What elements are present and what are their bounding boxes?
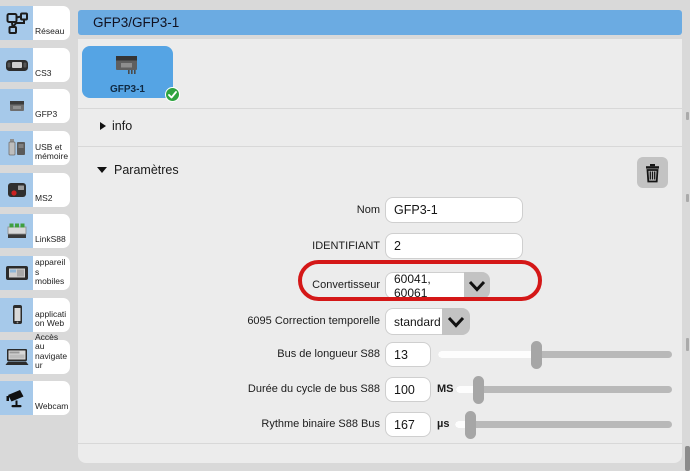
sidebar-item-label: appareils mobiles	[35, 257, 66, 287]
field-label-bus-longueur: Bus de longueur S88	[277, 348, 380, 360]
duree-cycle-unit: MS	[437, 383, 454, 395]
device-tile-label: GFP3-1	[109, 84, 145, 95]
status-check-icon	[165, 87, 180, 102]
trash-icon	[646, 163, 659, 182]
duree-cycle-slider-track[interactable]	[456, 386, 672, 393]
field-label-correction: 6095 Correction temporelle	[247, 315, 380, 327]
sidebar-item-label: Accès au navigateur	[35, 331, 68, 371]
bus-longueur-input[interactable]	[385, 342, 431, 367]
device-tile-gfp3-1[interactable]: GFP3-1	[82, 46, 173, 98]
rythme-slider-track[interactable]	[455, 421, 672, 428]
gfp3-module-icon	[0, 89, 33, 123]
sidebar-item-usb-memoire[interactable]: USB et mémoire	[0, 131, 70, 165]
section-header-info[interactable]: info	[112, 119, 133, 133]
correction-value[interactable]: standard	[385, 308, 442, 335]
bus-longueur-slider-fill	[438, 351, 537, 358]
web-app-icon	[0, 298, 33, 332]
sidebar-item-label: Webcam	[35, 401, 69, 412]
nom-input[interactable]	[385, 197, 523, 223]
sidebar-item-label: LinkS88	[35, 234, 66, 245]
chevron-right-icon	[100, 122, 106, 130]
sidebar-item-label: USB et mémoire	[35, 141, 69, 162]
sidebar-item-label: MS2	[35, 193, 53, 204]
field-label-duree-cycle: Durée du cycle de bus S88	[247, 383, 380, 395]
sidebar-item-appareils-mobiles[interactable]: appareils mobiles	[0, 256, 70, 290]
chevron-down-icon	[97, 167, 107, 173]
sidebar-item-webcam[interactable]: Webcam	[0, 381, 70, 415]
sidebar-item-application-web[interactable]: application Web	[0, 298, 70, 332]
field-label-nom: Nom	[356, 204, 380, 216]
scrollbar-tick	[686, 338, 689, 351]
chevron-down-icon	[468, 280, 486, 292]
section-divider	[78, 146, 682, 147]
usb-memory-icon	[0, 131, 33, 165]
delete-button[interactable]	[637, 157, 668, 188]
ms2-controller-icon	[0, 173, 33, 207]
field-label-convertisseur: Convertisseur	[312, 279, 380, 291]
field-label-identifiant: IDENTIFIANT	[312, 240, 380, 252]
scrollbar-tick	[686, 194, 689, 202]
cs3-console-icon	[0, 48, 33, 82]
duree-cycle-slider-thumb[interactable]	[473, 376, 484, 404]
identifiant-input[interactable]	[385, 233, 523, 259]
sidebar-item-gfp3[interactable]: GFP3	[0, 89, 70, 123]
sidebar-item-label: CS3	[35, 68, 52, 79]
sidebar-item-acces-navigateur[interactable]: Accès au navigateur	[0, 332, 70, 374]
convertisseur-value[interactable]: 60041, 60061	[385, 272, 464, 300]
page-title: GFP3/GFP3-1	[78, 10, 682, 35]
sidebar-item-ms2[interactable]: MS2	[0, 173, 70, 207]
duree-cycle-slider-fill	[456, 386, 479, 393]
mobile-devices-icon	[0, 256, 33, 290]
gfp3-device-icon	[116, 56, 137, 74]
rythme-slider-fill	[455, 421, 472, 428]
rythme-slider-thumb[interactable]	[465, 411, 476, 439]
sidebar-item-label: GFP3	[35, 109, 58, 120]
duree-cycle-input[interactable]	[385, 377, 431, 402]
links88-module-icon	[0, 214, 33, 248]
rythme-input[interactable]	[385, 412, 431, 437]
bus-longueur-slider-track[interactable]	[438, 351, 672, 358]
bus-longueur-slider-thumb[interactable]	[531, 341, 542, 369]
browser-access-icon	[0, 340, 33, 374]
correction-dropdown-button[interactable]	[442, 308, 470, 335]
section-divider	[78, 108, 682, 109]
sidebar-item-reseau[interactable]: Réseau	[0, 6, 70, 40]
field-label-rythme: Rythme binaire S88 Bus	[261, 418, 380, 430]
scrollbar-thumb[interactable]	[685, 446, 690, 471]
convertisseur-dropdown-button[interactable]	[464, 272, 490, 299]
webcam-icon	[0, 381, 33, 415]
sidebar-item-cs3[interactable]: CS3	[0, 48, 70, 82]
chevron-down-icon	[447, 316, 465, 328]
scrollbar-tick	[686, 112, 689, 120]
rythme-unit: µs	[437, 418, 450, 430]
sidebar-item-label: application Web	[35, 308, 67, 329]
sidebar-item-label: Réseau	[35, 26, 65, 37]
network-icon	[0, 6, 33, 40]
section-header-parametres[interactable]: Paramètres	[114, 163, 179, 177]
section-divider	[78, 443, 682, 444]
sidebar-item-links88[interactable]: LinkS88	[0, 214, 70, 248]
main-panel: GFP3-1 info Paramètres Nom IDENTIFIANT C…	[78, 39, 682, 463]
